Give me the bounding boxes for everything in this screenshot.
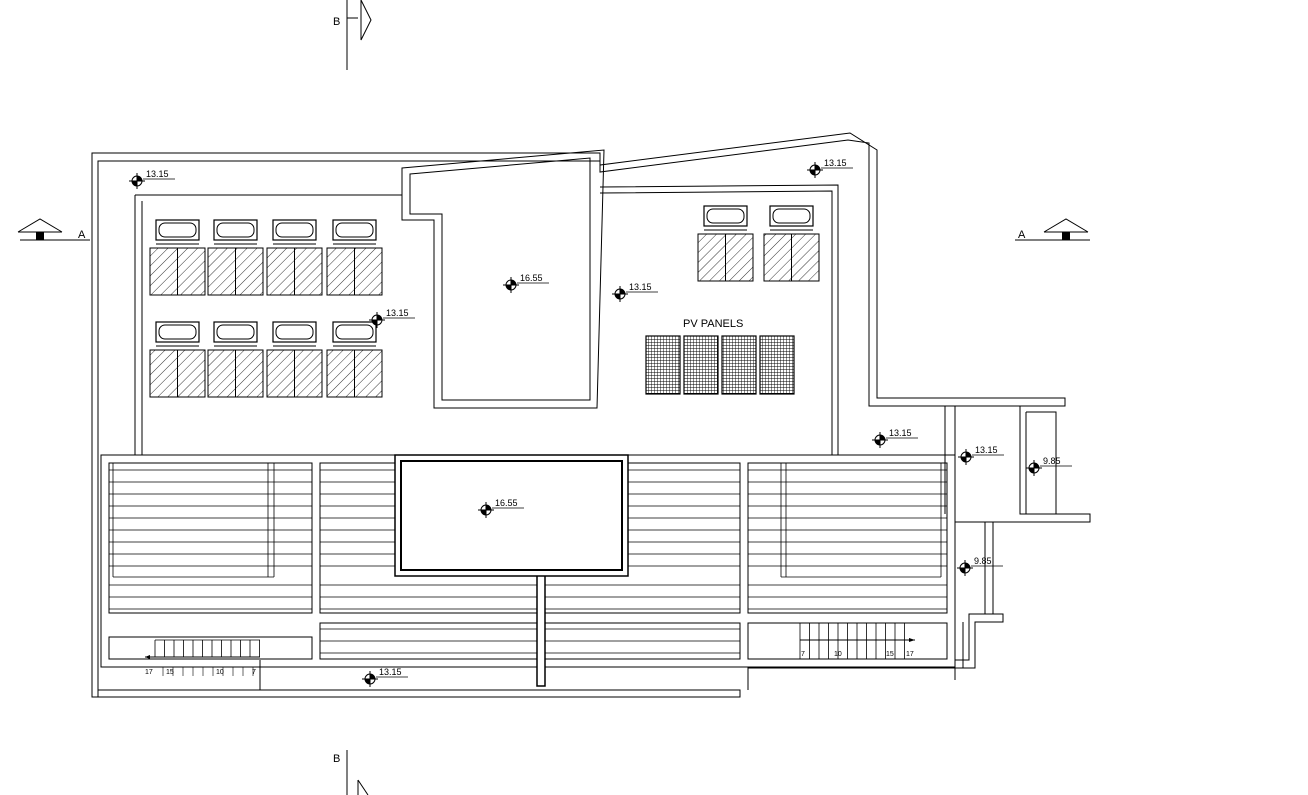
level-value: 9.85 <box>974 556 992 566</box>
section-label-b-top: B <box>333 16 340 28</box>
stair-left: 17 15 10 7 <box>145 639 261 690</box>
level-value: 13.15 <box>146 169 169 179</box>
pv-panels: PV PANELS <box>645 318 795 395</box>
ac-unit <box>149 219 206 296</box>
level-marker: 16.55 <box>478 498 524 518</box>
stair-left-step-7: 7 <box>252 669 256 676</box>
ac-unit <box>326 321 383 398</box>
section-label-b-bottom: B <box>333 753 340 765</box>
stair-right-step-17: 17 <box>906 651 914 658</box>
stair-left-step-17: 17 <box>145 669 153 676</box>
level-value: 13.15 <box>379 667 402 677</box>
ac-unit <box>266 321 323 398</box>
ac-unit <box>763 205 820 282</box>
lower-slat-zone <box>100 454 956 687</box>
level-marker: 13.15 <box>807 158 853 178</box>
level-marker: 13.15 <box>369 308 415 328</box>
ac-unit <box>207 219 264 296</box>
central-raised-block <box>394 454 629 577</box>
section-marker-a-left: A <box>17 218 90 241</box>
level-marker: 13.15 <box>612 282 658 302</box>
level-marker: 13.15 <box>958 445 1004 465</box>
level-marker: 13.15 <box>872 428 918 448</box>
ac-unit <box>326 219 383 296</box>
level-value: 13.15 <box>386 308 409 318</box>
ac-unit <box>697 205 754 282</box>
section-label-a-right: A <box>1018 229 1026 241</box>
ac-unit <box>207 321 264 398</box>
level-marker: 9.85 <box>1026 456 1072 476</box>
level-value: 16.55 <box>520 273 543 283</box>
stair-right-step-7: 7 <box>801 651 805 658</box>
stair-right-step-15: 15 <box>886 651 894 658</box>
level-marker: 9.85 <box>957 556 1003 576</box>
stair-left-step-15: 15 <box>166 669 174 676</box>
equipment-group-left <box>149 219 383 398</box>
level-marker: 16.55 <box>503 273 549 293</box>
level-marker: 13.15 <box>362 667 408 687</box>
stair-left-step-10: 10 <box>216 669 224 676</box>
section-marker-b-bottom: B <box>333 750 369 795</box>
ac-unit <box>266 219 323 296</box>
building-outline <box>91 132 1091 698</box>
section-marker-b-top: B <box>333 0 372 70</box>
level-value: 13.15 <box>629 282 652 292</box>
level-value: 9.85 <box>1043 456 1061 466</box>
stair-right: 7 10 15 17 <box>799 622 915 659</box>
raised-core-block <box>401 149 605 409</box>
level-value: 13.15 <box>889 428 912 438</box>
section-marker-a-right: A <box>1015 218 1090 241</box>
equipment-group-right <box>697 205 820 282</box>
section-label-a-left: A <box>78 229 86 241</box>
pv-panels-label: PV PANELS <box>683 318 743 330</box>
level-value: 16.55 <box>495 498 518 508</box>
level-marker: 13.15 <box>129 169 175 189</box>
level-value: 13.15 <box>975 445 998 455</box>
ac-unit <box>149 321 206 398</box>
level-value: 13.15 <box>824 158 847 168</box>
